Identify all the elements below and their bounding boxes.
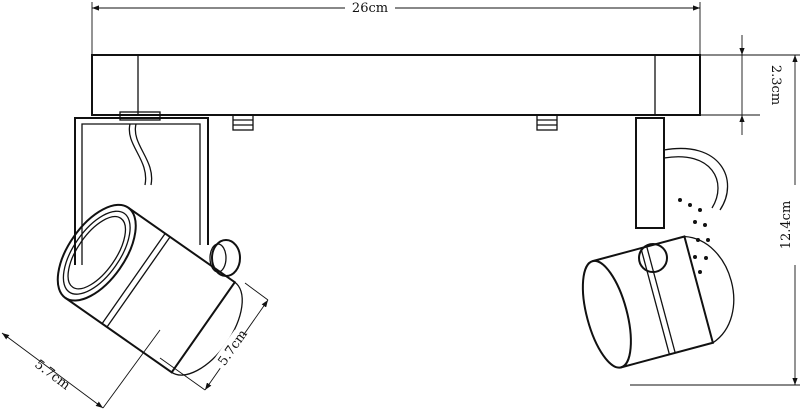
height-dimensions: 2.3cm 12.4cm: [630, 35, 800, 386]
head-diameter-label: 5.7cm: [215, 327, 250, 369]
canopy-height-label: 2.3cm: [768, 65, 783, 105]
head-length-label: 5.7cm: [32, 357, 73, 393]
right-spotlight: [581, 117, 735, 369]
screw-left: [232, 114, 254, 131]
left-spotlight: [56, 111, 243, 376]
canopy: [91, 54, 701, 131]
width-label: 26cm: [352, 1, 388, 16]
screw-right: [536, 114, 558, 131]
width-dimension: 26cm: [91, 0, 701, 55]
total-height-label: 12.4cm: [779, 201, 794, 250]
